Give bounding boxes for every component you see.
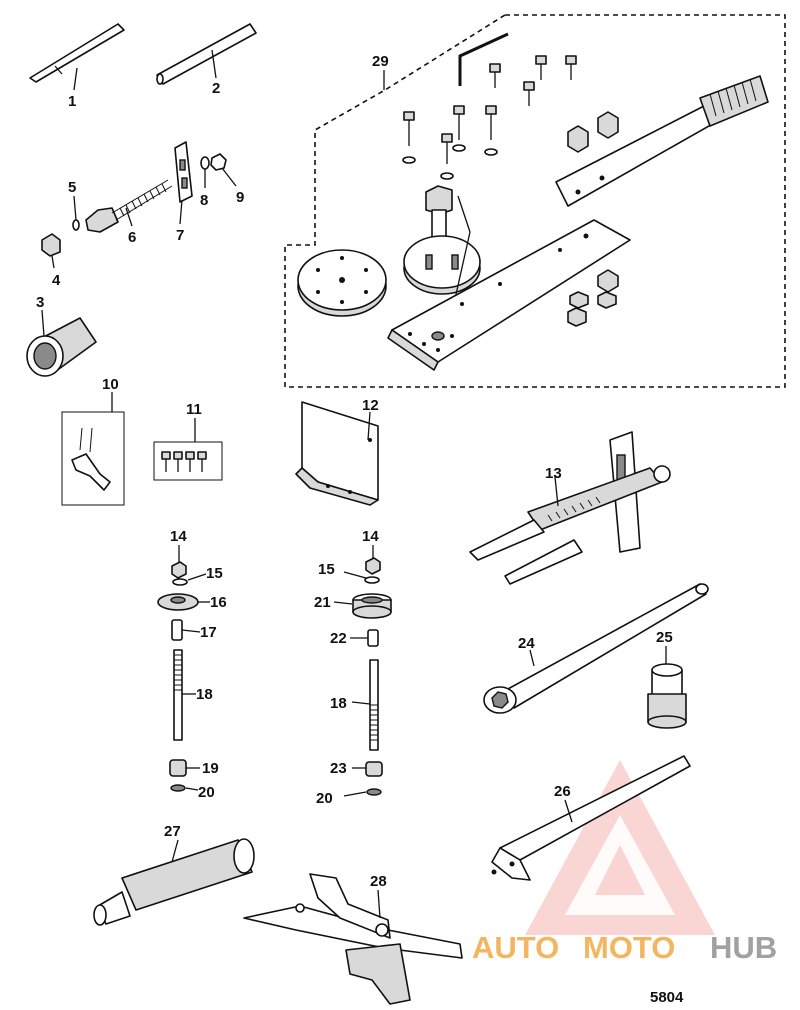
callout-10: 10 [102,376,119,393]
callout-3: 3 [36,294,44,311]
part-16-bearing-plate [157,593,210,611]
callout-25: 25 [656,629,673,646]
callout-14-left: 14 [170,528,187,545]
callout-20-right: 20 [316,790,333,807]
watermark-text-moto: MOTO [583,930,675,965]
callout-14-right: 14 [362,528,379,545]
part-18-threaded-rod-left [173,649,196,741]
watermark-triangle-hollow [595,845,645,895]
part-15-washer-left [172,573,207,586]
callout-6: 6 [128,229,136,246]
part-10-kit [61,392,125,506]
callout-8: 8 [200,192,208,209]
large-bolt [425,185,453,241]
part-18-threaded-rod-right [351,659,379,751]
part-14-nut-left [171,545,187,579]
part-12-angle-bracket [295,401,379,506]
hex-nuts-lower [567,269,619,327]
part-29-kit [297,32,769,371]
part-8-washer [200,156,210,188]
part-11-screw-kit [153,418,223,481]
callout-27: 27 [164,823,181,840]
part-24-wrench [483,583,709,714]
part-7-plate [174,141,193,225]
part-21-cup [333,593,392,619]
part-27-driver-rod [93,838,255,926]
callout-7: 7 [176,227,184,244]
callout-12: 12 [362,397,379,414]
watermark-text-auto: AUTO [472,930,559,965]
part-9-nut [210,153,237,187]
part-13-puller [469,431,671,585]
callout-labels: 1 2 3 4 5 6 7 8 9 10 11 12 13 14 14 15 1… [36,53,673,890]
callout-24: 24 [518,635,535,652]
callout-17: 17 [200,624,217,641]
part-20-washer-left [170,784,199,792]
round-plate-left [297,249,387,317]
callout-18-left: 18 [196,686,213,703]
callout-2: 2 [212,80,220,97]
part-15-washer-right [343,571,380,584]
part-20-washer-right [343,788,382,797]
part-14-nut-right [365,545,381,575]
part-1-pin-punch [29,23,125,91]
callout-15-left: 15 [206,565,223,582]
callout-11: 11 [186,401,202,418]
watermark-text-hub: HUB [710,930,777,965]
callout-20-left: 20 [198,784,215,801]
part-6-forcing-screw [85,179,173,233]
part-23-bushing-right [352,761,383,777]
part-25-socket [647,646,687,729]
callout-4: 4 [52,272,61,289]
callout-18-right: 18 [330,695,347,712]
callout-5: 5 [68,179,76,196]
callout-23: 23 [330,760,347,777]
bolts-middle [402,105,498,180]
part-5-o-ring [72,195,80,231]
handle-bar [555,75,769,207]
callout-16: 16 [210,594,227,611]
kit-29-boundary [284,14,786,388]
part-3-driver-cup [26,309,97,377]
watermark-logo: AUTO MOTO HUB [472,760,777,965]
part-28-pliers [243,873,463,1005]
part-22-spacer-right [350,629,379,647]
callout-9: 9 [236,189,244,206]
callout-28: 28 [370,873,387,890]
callout-19: 19 [202,760,219,777]
part-19-bushing-left [169,759,200,777]
callout-1: 1 [68,93,76,110]
callout-29: 29 [372,53,389,70]
part-17-spacer-left [171,619,201,641]
part-2-rod [156,23,257,85]
callout-13: 13 [545,465,562,482]
callout-21: 21 [314,594,331,611]
diagram-number: 5804 [650,989,684,1006]
long-flat-plate [387,219,631,371]
part-4-nut [41,233,61,269]
callout-22: 22 [330,630,347,647]
callout-15-right: 15 [318,561,335,578]
part-26-spanner [491,755,691,881]
hex-nuts-upper [567,111,619,153]
hex-key [458,32,509,86]
bolts-upper [489,55,577,106]
callout-26: 26 [554,783,571,800]
round-plate-right [403,195,481,331]
